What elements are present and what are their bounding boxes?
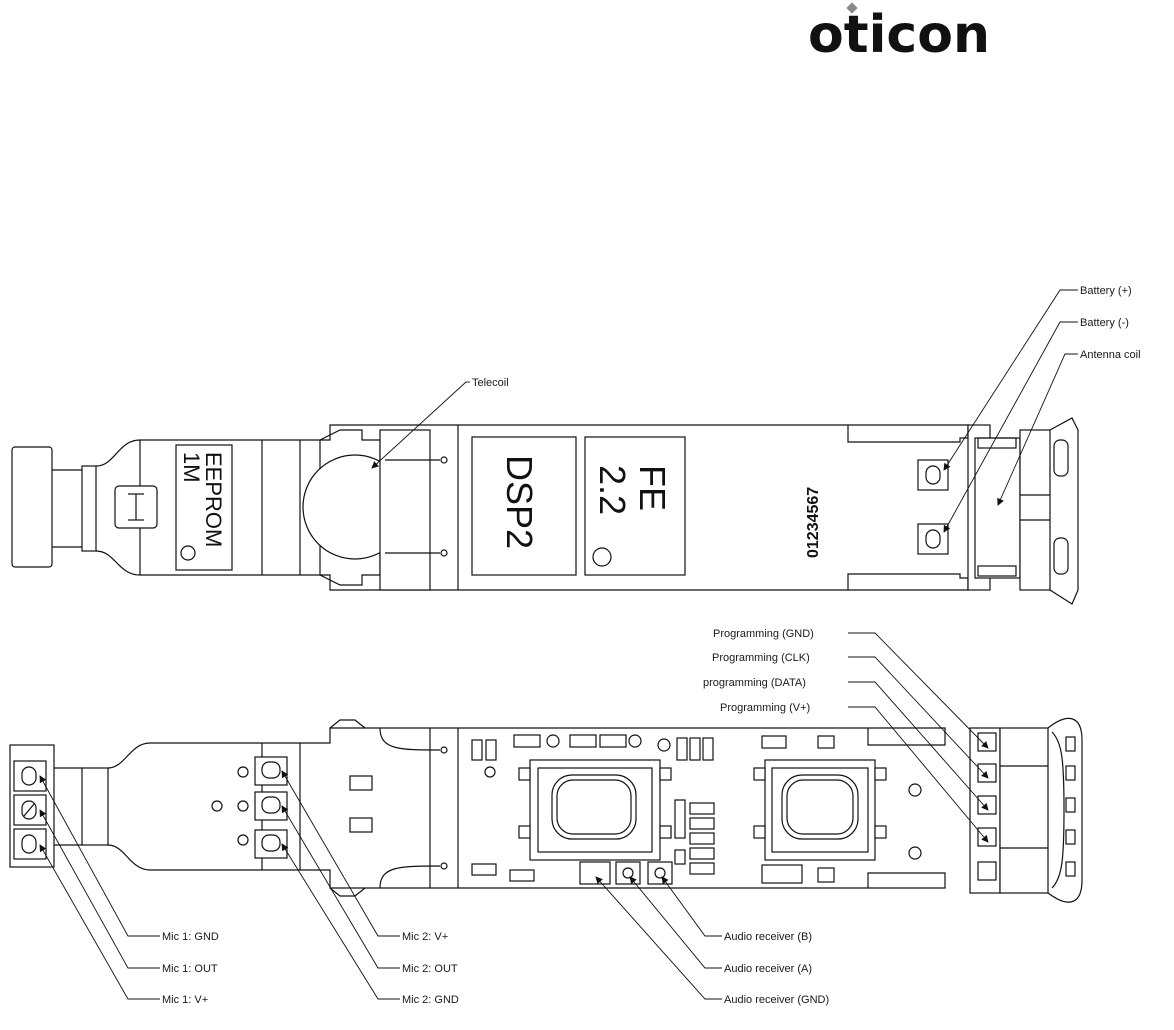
smd-component	[677, 738, 687, 760]
top-flex-neck	[82, 466, 96, 551]
smd-component	[675, 850, 685, 864]
fe-version-label: 2.2	[592, 465, 633, 515]
mic1-vplus-pad	[14, 829, 46, 859]
eeprom-size-label: 1M	[179, 452, 204, 483]
label-battery-minus: Battery (-)	[1080, 317, 1129, 329]
label-prog-vplus: Programming (V+)	[720, 702, 810, 714]
programming-connector	[1000, 728, 1048, 893]
smd-component	[818, 736, 834, 748]
oticon-logo: oticon	[808, 2, 990, 65]
battery-plus-pad	[918, 460, 948, 490]
top-left-connector	[12, 447, 52, 567]
label-audio-b: Audio receiver (B)	[724, 931, 812, 943]
smd-component	[818, 868, 834, 882]
label-mic2-out: Mic 2: OUT	[402, 963, 458, 975]
logo-text: oticon	[808, 5, 990, 65]
serial-number: 01234567	[805, 487, 822, 558]
label-audio-gnd: Audio receiver (GND)	[724, 994, 829, 1006]
label-prog-gnd: Programming (GND)	[713, 628, 814, 640]
audio-gnd-pad	[580, 862, 610, 884]
label-prog-clk: Programming (CLK)	[712, 652, 810, 664]
fe-label: FE	[632, 465, 673, 511]
smd-component	[600, 735, 626, 747]
smd-component	[690, 848, 714, 859]
prog-pad-1	[978, 733, 996, 751]
smd-component	[350, 818, 372, 832]
label-mic1-gnd: Mic 1: GND	[162, 931, 219, 943]
smd-component	[510, 870, 534, 881]
label-prog-data: programming (DATA)	[703, 677, 806, 689]
mic1-out-pad	[14, 795, 46, 825]
smd-component	[690, 833, 714, 844]
smd-component	[570, 735, 596, 747]
smd-component	[472, 864, 496, 875]
smd-component	[514, 735, 540, 747]
prog-pad-3	[978, 796, 996, 814]
smd-component	[486, 740, 496, 760]
smd-component	[690, 818, 714, 829]
label-mic1-out: Mic 1: OUT	[162, 963, 218, 975]
smd-component	[762, 736, 786, 748]
prog-pad-5	[978, 862, 996, 880]
top-right-slot-lower	[1054, 538, 1068, 574]
audio-a-pad	[616, 862, 640, 884]
label-antenna-coil: Antenna coil	[1080, 349, 1141, 361]
mic1-gnd-pad	[14, 761, 46, 791]
top-right-slot-upper	[1054, 440, 1068, 476]
antenna-coil	[975, 438, 1020, 578]
smd-component	[350, 776, 372, 790]
label-battery-plus: Battery (+)	[1080, 285, 1132, 297]
top-right-connector	[1020, 430, 1050, 590]
prog-pad-4	[978, 828, 996, 846]
label-mic2-vplus: Mic 2: V+	[402, 931, 448, 943]
label-mic2-gnd: Mic 2: GND	[402, 994, 459, 1006]
top-board: EEPROM 1M DSP2 FE 2.2 01234567	[12, 418, 1078, 604]
label-audio-a: Audio receiver (A)	[724, 963, 812, 975]
smd-component	[690, 738, 700, 760]
dsp-label: DSP2	[499, 455, 540, 549]
smd-component	[703, 738, 713, 760]
audio-b-pad	[648, 862, 672, 884]
smd-component	[690, 803, 714, 814]
smd-component	[762, 865, 802, 883]
bottom-flex-neck	[82, 768, 108, 845]
smd-component	[675, 800, 685, 838]
label-telecoil: Telecoil	[472, 377, 509, 389]
smd-component	[472, 740, 482, 760]
battery-minus-pad	[918, 524, 948, 554]
smd-component	[690, 863, 714, 874]
bottom-board	[10, 718, 1082, 902]
prog-pad-2	[978, 764, 996, 782]
label-mic1-vplus: Mic 1: V+	[162, 994, 208, 1006]
